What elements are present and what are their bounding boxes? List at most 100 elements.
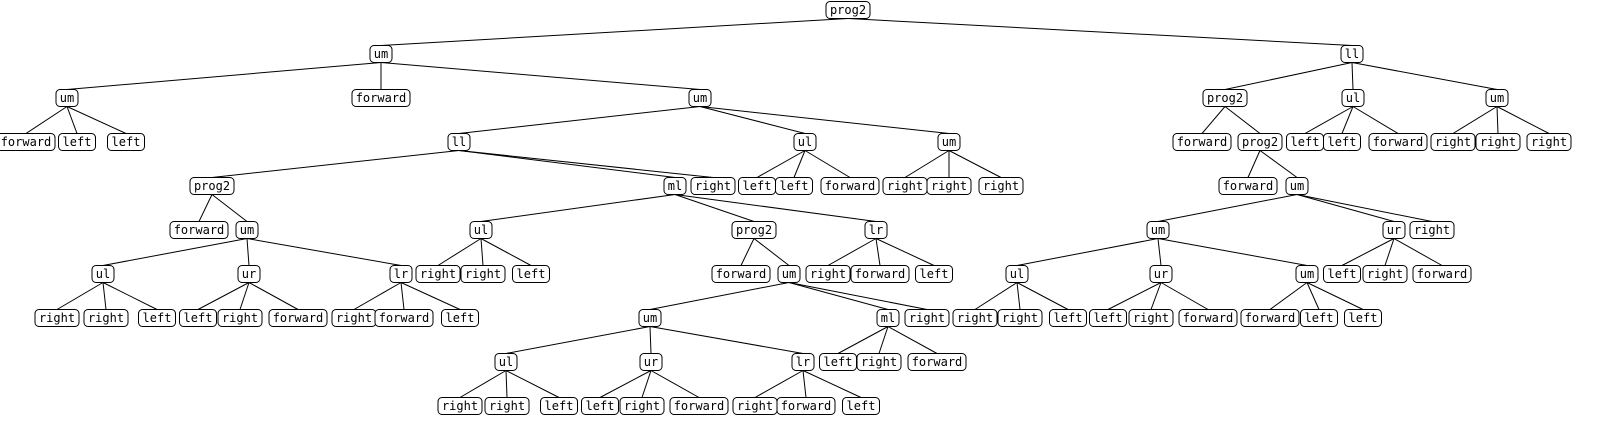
node-label: um bbox=[60, 91, 74, 105]
tree-node-lr: lr bbox=[389, 265, 413, 283]
node-box bbox=[842, 397, 880, 415]
node-label: right bbox=[88, 311, 124, 325]
tree-node-ml: ml bbox=[663, 177, 687, 195]
tree-edge bbox=[211, 194, 248, 222]
node-box bbox=[1485, 89, 1509, 107]
tree-edge bbox=[1341, 106, 1354, 134]
tree-leaf-right: right bbox=[690, 177, 736, 195]
tree-leaf-left: left bbox=[441, 309, 479, 327]
tree-edge bbox=[380, 62, 701, 90]
node-box bbox=[1300, 309, 1338, 327]
tree-edge bbox=[875, 238, 935, 266]
node-box bbox=[1178, 309, 1238, 327]
tree-node-um: um bbox=[369, 45, 393, 63]
tree-leaf-forward: forward bbox=[1218, 177, 1278, 195]
node-box bbox=[1146, 221, 1170, 239]
node-box bbox=[460, 265, 506, 283]
node-label: lr bbox=[394, 267, 408, 281]
tree-leaf-right: right bbox=[882, 177, 928, 195]
node-label: forward bbox=[912, 355, 963, 369]
tree-leaf-left: left bbox=[512, 265, 550, 283]
tree-leaf-forward: forward bbox=[1368, 133, 1428, 151]
tree-leaf-forward: forward bbox=[1412, 265, 1472, 283]
node-box bbox=[469, 221, 493, 239]
node-label: right bbox=[465, 267, 501, 281]
tree-leaf-right: right bbox=[415, 265, 461, 283]
tree-edge bbox=[198, 194, 213, 222]
node-box bbox=[1368, 133, 1428, 151]
node-label: forward bbox=[356, 91, 407, 105]
tree-edge bbox=[847, 18, 1353, 46]
node-label: left bbox=[780, 179, 809, 193]
node-box bbox=[978, 177, 1024, 195]
tree-leaf-left: left bbox=[819, 353, 857, 371]
tree-leaf-forward: forward bbox=[711, 265, 771, 283]
tree-edge bbox=[458, 106, 701, 134]
tree-leaf-right: right bbox=[1430, 133, 1476, 151]
tree-edge bbox=[1224, 106, 1261, 134]
tree-edge bbox=[1393, 238, 1443, 266]
node-box bbox=[237, 265, 261, 283]
node-label: right bbox=[1531, 135, 1567, 149]
tree-edge bbox=[197, 282, 250, 310]
node-label: prog2 bbox=[1242, 135, 1278, 149]
node-label: left bbox=[824, 355, 853, 369]
node-box bbox=[1526, 133, 1572, 151]
node-box bbox=[235, 221, 259, 239]
node-box bbox=[1049, 309, 1087, 327]
tree-edge bbox=[887, 326, 938, 354]
node-box bbox=[1240, 309, 1300, 327]
tree-leaf-right: right bbox=[1362, 265, 1408, 283]
node-box bbox=[1237, 133, 1283, 151]
node-box bbox=[58, 133, 96, 151]
node-label: right bbox=[887, 179, 923, 193]
tree-leaf-right: right bbox=[904, 309, 950, 327]
node-box bbox=[1382, 221, 1406, 239]
tree-leaf-left: left bbox=[540, 397, 578, 415]
tree-edge bbox=[505, 370, 560, 398]
tree-node-lr: lr bbox=[864, 221, 888, 239]
tree-edge bbox=[788, 282, 928, 310]
tree-edge bbox=[1296, 194, 1395, 222]
node-label: ll bbox=[1345, 47, 1359, 61]
node-box bbox=[512, 265, 550, 283]
tree-node-um: um bbox=[777, 265, 801, 283]
tree-leaf-forward: forward bbox=[1178, 309, 1238, 327]
tree-edge bbox=[102, 282, 107, 310]
tree-node-ll: ll bbox=[1340, 45, 1364, 63]
tree-leaf-left: left bbox=[1323, 265, 1361, 283]
tree-leaf-forward: forward bbox=[0, 133, 56, 151]
tree-edge bbox=[66, 106, 127, 134]
node-box bbox=[1430, 133, 1476, 151]
node-box bbox=[952, 309, 998, 327]
tree-edge bbox=[458, 150, 676, 178]
node-label: ul bbox=[1346, 91, 1360, 105]
node-label: um bbox=[643, 311, 657, 325]
node-box bbox=[997, 309, 1043, 327]
tree-leaf-right: right bbox=[34, 309, 80, 327]
node-box bbox=[856, 353, 902, 371]
node-box bbox=[926, 177, 972, 195]
edge-layer bbox=[25, 18, 1550, 398]
tree-edge bbox=[1157, 238, 1162, 266]
tree-edge bbox=[353, 282, 402, 310]
node-label: right bbox=[737, 399, 773, 413]
node-label: lr bbox=[869, 223, 883, 237]
tree-node-um: um bbox=[1295, 265, 1319, 283]
node-label: right bbox=[695, 179, 731, 193]
tree-node-ml: ml bbox=[876, 309, 900, 327]
tree-leaf-left: left bbox=[842, 397, 880, 415]
tree-edge bbox=[599, 370, 652, 398]
node-label: left bbox=[1328, 135, 1357, 149]
tree-edge bbox=[1452, 106, 1498, 134]
node-box bbox=[825, 1, 871, 19]
tree-edge bbox=[1150, 282, 1162, 310]
tree-edge bbox=[1306, 282, 1320, 310]
tree-edge bbox=[1016, 282, 1069, 310]
node-label: right bbox=[909, 311, 945, 325]
node-label: forward bbox=[855, 267, 906, 281]
node-label: left bbox=[517, 267, 546, 281]
node-box bbox=[0, 133, 56, 151]
tree-node-ur: ur bbox=[639, 353, 663, 371]
